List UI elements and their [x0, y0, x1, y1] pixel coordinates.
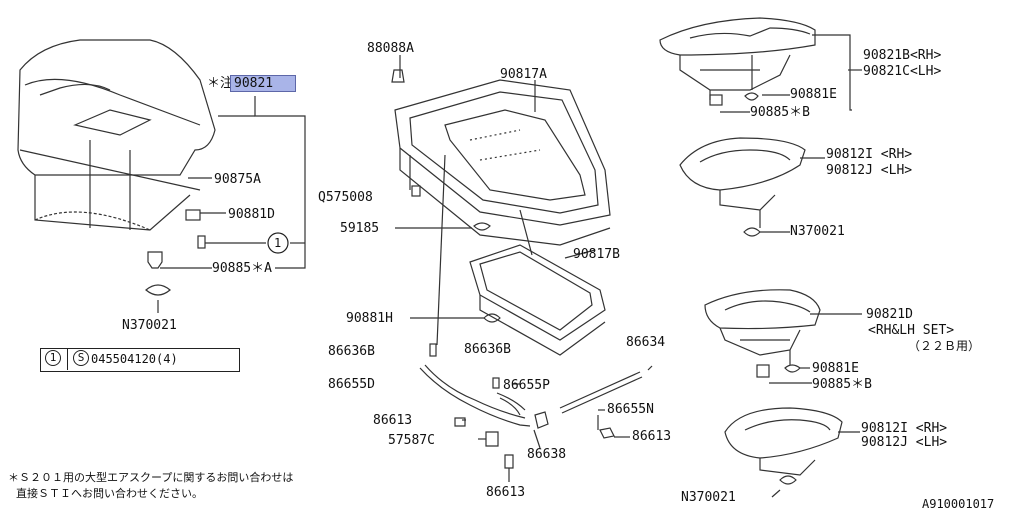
footnote-line-2: 直接ＳＴＩへお問い合わせください。 [16, 487, 203, 500]
part-label-90881E-2[interactable]: 90881E [812, 361, 859, 376]
circle-ref-number: 1 [274, 236, 282, 250]
part-label-86638[interactable]: 86638 [527, 447, 567, 462]
part-label-90812I-1[interactable]: 90812I <RH> [826, 147, 913, 162]
part-label-59185[interactable]: 59185 [340, 221, 380, 236]
part-label-57587C[interactable]: 57587C [388, 433, 435, 448]
part-label-86655D[interactable]: 86655D [328, 377, 375, 392]
part-label-90881E-1[interactable]: 90881E [790, 87, 837, 102]
part-label-n370021-right-1[interactable]: N370021 [790, 224, 845, 239]
part-label-90881D[interactable]: 90881D [228, 207, 275, 222]
part-label-90817B[interactable]: 90817B [573, 247, 620, 262]
part-label-90885B-1[interactable]: 90885＊B [750, 105, 810, 120]
legend-box: 1 S 045504120(4) [40, 348, 240, 372]
callout-prefix: ＊注 [207, 76, 234, 91]
legend-part-number[interactable]: 045504120(4) [91, 352, 178, 366]
part-label-86634[interactable]: 86634 [626, 335, 666, 350]
part-label-90821C[interactable]: 90821C<LH> [863, 64, 942, 79]
part-label-90875A[interactable]: 90875A [214, 172, 261, 187]
part-label-86636B-1[interactable]: 86636B [328, 344, 375, 359]
part-label-n370021-left[interactable]: N370021 [122, 318, 177, 333]
diagram-code: A910001017 [922, 497, 995, 511]
part-label-90885B-2[interactable]: 90885＊B [812, 377, 872, 392]
part-label-86636B-2[interactable]: 86636B [464, 342, 511, 357]
hood-scoop-illustration [17, 39, 216, 231]
duct-illustration [394, 79, 611, 246]
highlighted-part-number[interactable]: 90821 [230, 75, 296, 92]
part-label-90821D[interactable]: 90821D [866, 307, 913, 322]
part-label-90881H[interactable]: 90881H [346, 311, 393, 326]
part-label-90821D-set: <RH&LH SET> [868, 323, 955, 338]
part-label-Q575008[interactable]: Q575008 [318, 190, 373, 205]
part-label-90812J-2[interactable]: 90812J <LH> [861, 435, 948, 450]
part-label-86613-3[interactable]: 86613 [486, 485, 526, 500]
part-label-n370021-right-2[interactable]: N370021 [681, 490, 736, 505]
part-label-86655N[interactable]: 86655N [607, 402, 654, 417]
part-label-88088A[interactable]: 88088A [367, 41, 414, 56]
part-label-90812J-1[interactable]: 90812J <LH> [826, 163, 913, 178]
part-label-90812I-2[interactable]: 90812I <RH> [861, 421, 948, 436]
part-label-90817A[interactable]: 90817A [500, 67, 547, 82]
part-label-90821B[interactable]: 90821B<RH> [863, 48, 942, 63]
part-label-86613-1[interactable]: 86613 [373, 413, 413, 428]
part-label-86655P[interactable]: 86655P [503, 378, 550, 393]
part-label-90885A[interactable]: 90885＊A [212, 261, 272, 276]
part-label-86613-2[interactable]: 86613 [632, 429, 672, 444]
part-label-90821D-model: （２２Ｂ用） [908, 339, 981, 353]
legend-circle-number: 1 [45, 350, 61, 366]
footnote-line-1: ＊Ｓ２０１用の大型エアスクープに関するお問い合わせは [8, 471, 294, 484]
legend-s-symbol: S [73, 350, 89, 366]
